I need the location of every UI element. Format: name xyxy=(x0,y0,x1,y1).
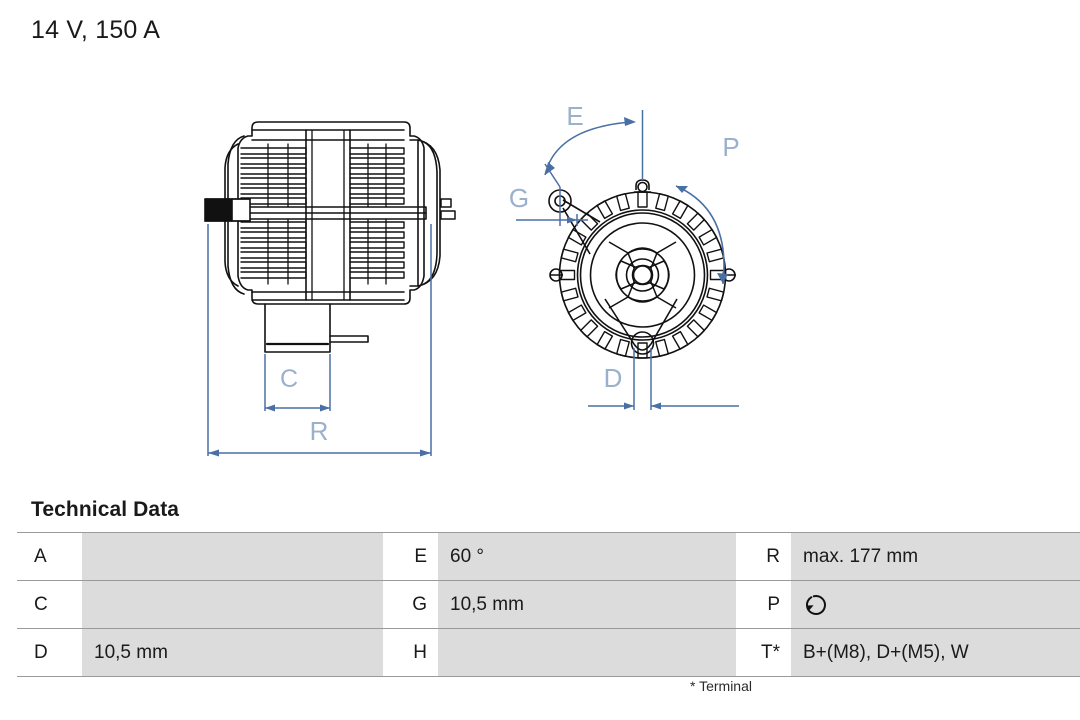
row-value-a xyxy=(82,532,383,581)
dimension-label-e: E xyxy=(566,101,583,131)
row-key-c: C xyxy=(17,580,82,629)
row-key-d: D xyxy=(17,628,82,677)
row-key-a: A xyxy=(17,532,82,581)
table-row: C G 10,5 mm P xyxy=(17,580,1080,629)
alternator-front-view xyxy=(548,179,736,359)
dimension-label-c: C xyxy=(280,365,298,393)
technical-data-table: A E 60 ° R max. 177 mm C G 10,5 mm P xyxy=(17,532,1080,677)
row-value-h xyxy=(438,628,736,677)
dimension-label-g: G xyxy=(509,183,529,213)
row-key-r: R xyxy=(736,532,791,581)
row-value-p xyxy=(791,580,1080,629)
table-row: D 10,5 mm H T* B+(M8), D+(M5), W xyxy=(17,628,1080,677)
row-value-e: 60 ° xyxy=(438,532,736,581)
dimension-g xyxy=(516,187,588,226)
row-key-t: T* xyxy=(736,628,791,677)
dimension-label-d: D xyxy=(604,363,623,393)
row-value-t: B+(M8), D+(M5), W xyxy=(791,628,1080,677)
alternator-side-view xyxy=(204,121,456,353)
row-value-r: max. 177 mm xyxy=(791,532,1080,581)
row-value-c xyxy=(82,580,383,629)
row-key-h: H xyxy=(383,628,438,677)
dimension-p xyxy=(675,185,728,285)
technical-data-heading: Technical Data xyxy=(31,498,180,521)
row-key-e: E xyxy=(383,532,438,581)
dimension-d xyxy=(588,348,739,410)
rotation-counterclockwise-icon xyxy=(803,592,829,618)
table-footnote: * Terminal xyxy=(690,678,752,694)
dimension-c xyxy=(264,354,331,412)
row-value-d: 10,5 mm xyxy=(82,628,383,677)
table-row: A E 60 ° R max. 177 mm xyxy=(17,532,1080,581)
row-value-g: 10,5 mm xyxy=(438,580,736,629)
page-title: 14 V, 150 A xyxy=(31,16,161,44)
dimension-label-p: P xyxy=(722,132,739,162)
dimension-label-r: R xyxy=(310,416,329,446)
row-key-g: G xyxy=(383,580,438,629)
dimension-e xyxy=(544,110,644,188)
row-key-p: P xyxy=(736,580,791,629)
dimension-r xyxy=(207,224,432,457)
technical-drawing-area: C R xyxy=(0,44,1080,484)
